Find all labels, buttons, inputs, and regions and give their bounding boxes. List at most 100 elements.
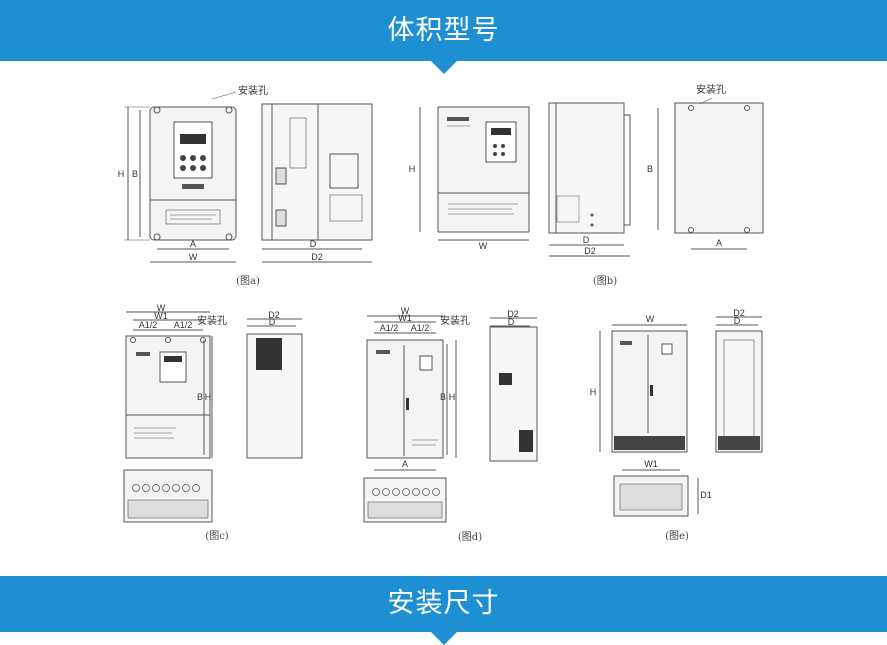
fig-c-label-d: D <box>269 317 276 327</box>
fig-a-mount-hole <box>153 233 161 241</box>
fig-c-bottom-vent <box>127 499 209 519</box>
fig-d-label-b: B <box>440 392 446 402</box>
fig-e-label-d2: D2 <box>733 308 745 318</box>
fig-d-handle <box>406 398 409 410</box>
fig-c-display <box>164 356 182 362</box>
fig-c-caption: (图c) <box>205 530 229 542</box>
fig-a-logo-mark <box>182 184 204 189</box>
fig-b-caption: (图b) <box>593 275 617 287</box>
fig-c-mount-hole <box>130 337 136 343</box>
fig-b-label-a: A <box>716 238 722 248</box>
fig-d-label-w: W <box>401 306 410 316</box>
fig-a-button <box>200 165 206 171</box>
header-arrow <box>430 632 457 645</box>
fig-d-label-a12: A1/2 <box>411 323 430 333</box>
fig-e-label-d1: D1 <box>700 490 712 500</box>
fig-b-mount-hole <box>744 105 750 111</box>
fig-b-label-d2: D2 <box>584 246 596 256</box>
fig-c-side-panel <box>256 338 282 370</box>
fig-e-handle <box>650 385 653 396</box>
fig-e-keypad <box>661 343 673 355</box>
fig-a-vent <box>329 194 363 222</box>
fig-b-screw <box>590 223 594 227</box>
fig-c-label-a12: A1/2 <box>174 320 193 330</box>
fig-e-side-body <box>715 330 763 453</box>
fig-b-logo-mark <box>447 117 469 121</box>
fig-a-button <box>180 155 186 161</box>
fig-b-label-d: D <box>583 235 590 245</box>
fig-d-label-d: D <box>508 317 515 327</box>
fig-b-display <box>491 128 511 135</box>
fig-b-leader <box>699 97 713 105</box>
fig-d-caption: (图d) <box>458 531 482 543</box>
fig-a-mount-hole <box>225 106 233 114</box>
fig-b-mount-hole <box>688 227 694 233</box>
fig-e-side-vent <box>718 436 760 450</box>
figure-e: W H D2 D W1 D1 (图e) <box>590 308 763 542</box>
fig-d-bottom-vent <box>367 501 443 519</box>
fig-d-label-h: H <box>449 392 456 402</box>
fig-e-front-body <box>611 330 688 453</box>
fig-a-warning-label <box>165 209 221 225</box>
fig-b-side-flange <box>623 114 631 226</box>
fig-d-side-vent <box>519 430 533 452</box>
fig-c-mount-hole <box>200 337 206 343</box>
fig-a-button <box>180 165 186 171</box>
fig-d-label-w1: W1 <box>398 313 412 323</box>
fig-e-label-w: W <box>646 314 655 324</box>
fig-d-label-a12: A1/2 <box>380 323 399 333</box>
fig-a-side-window <box>329 153 359 189</box>
section-header-volume-model: 体积型号 <box>0 0 887 74</box>
fig-e-label-d: D <box>734 316 741 326</box>
fig-e-bottom-vent <box>614 436 685 450</box>
header-arrow <box>430 61 457 74</box>
fig-a-display <box>180 134 206 144</box>
fig-c-mount-hole-label: 安装孔 <box>197 314 227 327</box>
fig-a-label-w: W <box>189 252 198 262</box>
section-header-install-dimensions: 安装尺寸 <box>0 576 887 645</box>
fig-d-label-d2: D2 <box>507 309 519 319</box>
fig-d-side-panel <box>499 373 512 385</box>
section-title: 安装尺寸 <box>387 588 500 619</box>
fig-a-caption: (图a) <box>236 275 260 287</box>
fig-a-connector <box>275 209 287 227</box>
fig-a-label-d2: D2 <box>311 252 323 262</box>
fig-d-mount-hole-label: 安装孔 <box>440 314 470 327</box>
figure-a: H B A W 安装孔 D D2 (图a) <box>118 84 373 287</box>
fig-b-mount-hole <box>744 227 750 233</box>
fig-e-label-w1: W1 <box>644 459 658 469</box>
fig-b-mount-hole <box>688 105 694 111</box>
fig-a-button <box>200 155 206 161</box>
fig-b-back-body <box>674 102 764 234</box>
fig-c-label-w: W <box>157 303 166 313</box>
fig-b-vent <box>556 195 580 223</box>
fig-d-keypad <box>419 355 433 371</box>
fig-a-connector <box>275 167 287 185</box>
fig-a-label-a: A <box>190 239 196 249</box>
fig-b-mount-hole-label: 安装孔 <box>696 83 726 96</box>
fig-c-label-b: B <box>197 392 203 402</box>
figure-c: W W1 A1/2 A1/2 安装孔 B H D2 D (图c) <box>123 303 303 542</box>
figure-d: W W1 A1/2 A1/2 安装孔 B H A D2 D (图d) <box>363 306 538 543</box>
fig-b-label-b: B <box>647 164 653 174</box>
fig-d-label-a: A <box>402 459 408 469</box>
fig-b-button <box>493 144 497 148</box>
fig-c-label-a12: A1/2 <box>139 320 158 330</box>
fig-b-button <box>501 144 505 148</box>
fig-a-button <box>190 165 196 171</box>
fig-e-logo-mark <box>620 341 632 345</box>
fig-a-mount-hole <box>225 233 233 241</box>
fig-a-label-b: B <box>132 169 138 179</box>
fig-b-label-h: H <box>409 164 416 174</box>
fig-e-bottom-terminals <box>619 483 683 511</box>
fig-c-mount-hole <box>165 337 171 343</box>
fig-b-side-body <box>548 102 625 234</box>
fig-d-logo-mark <box>376 350 390 354</box>
fig-b-button <box>501 152 505 156</box>
fig-a-label-h: H <box>118 169 125 179</box>
fig-a-vent <box>289 117 307 169</box>
fig-c-logo-mark <box>136 352 150 356</box>
fig-a-button <box>190 155 196 161</box>
fig-c-label-w1: W1 <box>154 311 168 321</box>
